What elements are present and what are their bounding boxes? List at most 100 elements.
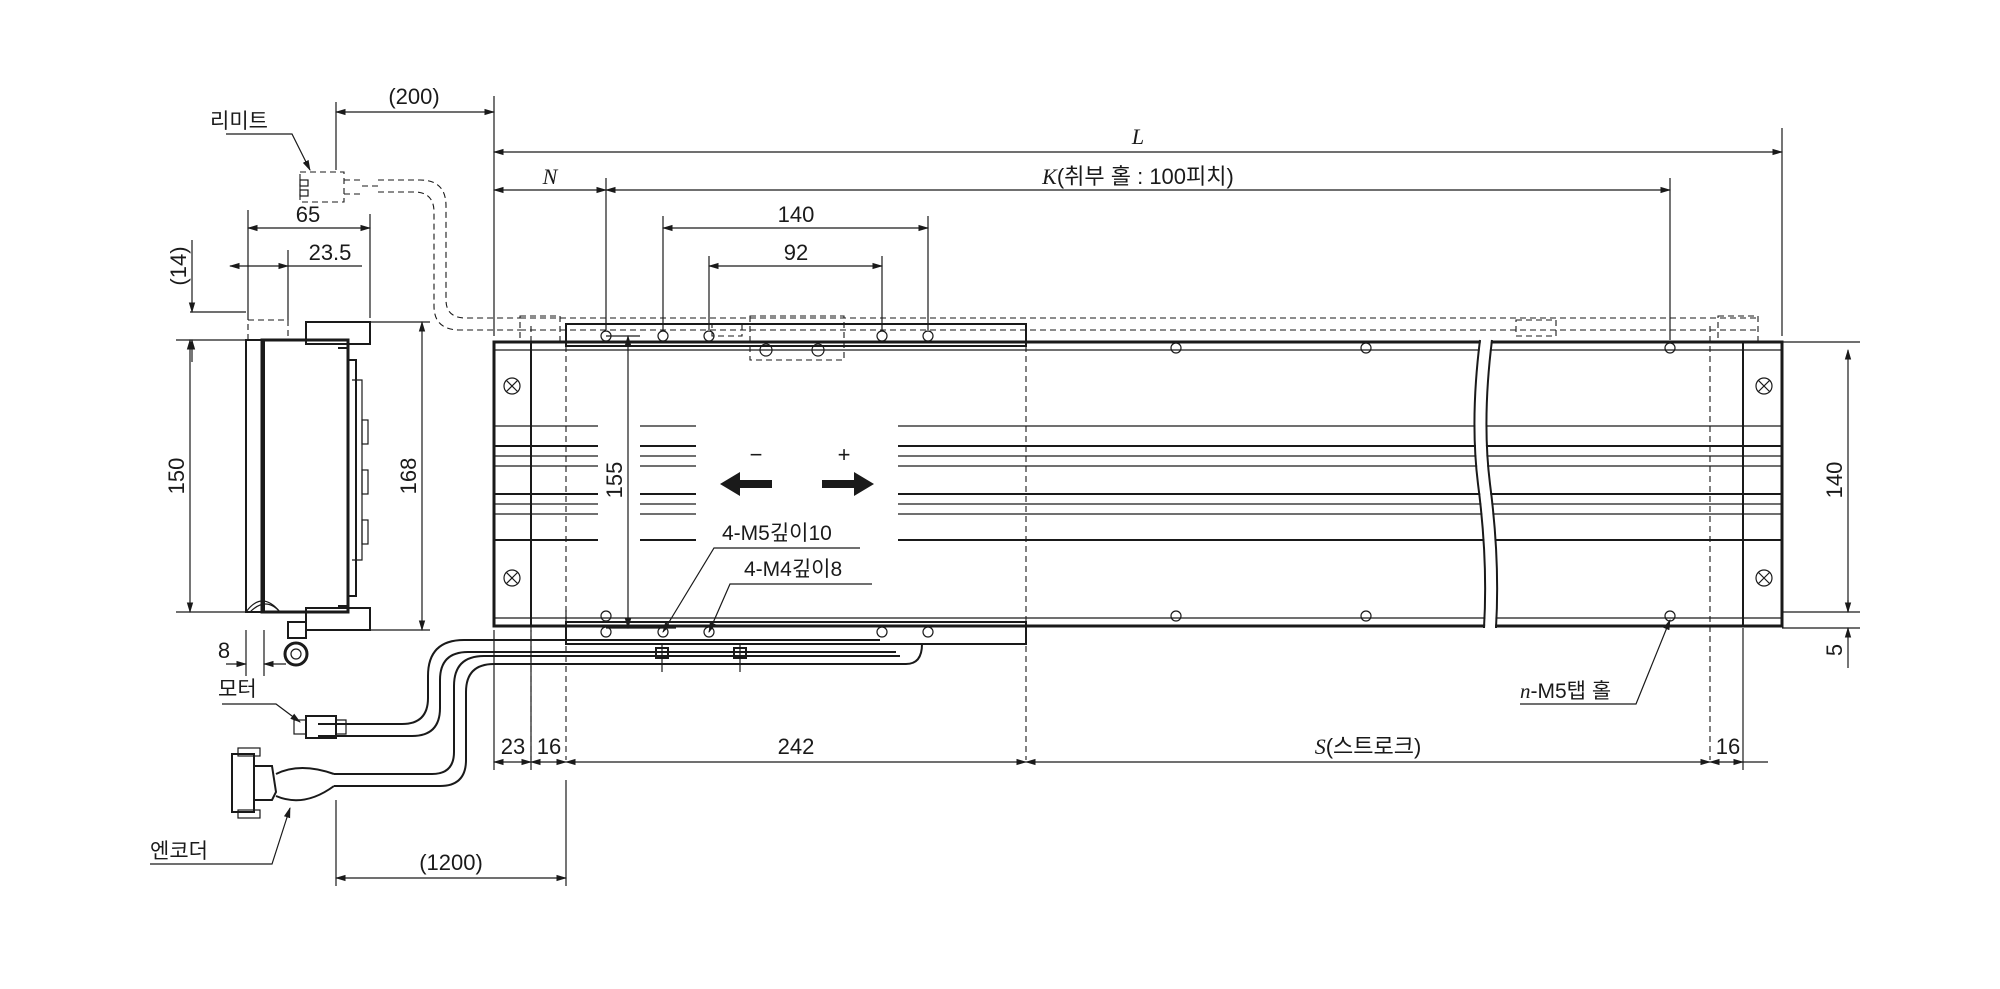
limit-connector-pin-2 — [299, 189, 309, 197]
limit-sensor-left — [519, 315, 561, 343]
actuator-body — [492, 340, 1784, 628]
dim-140-right: 140 — [1822, 462, 1847, 499]
m4-hole-leader — [708, 583, 872, 633]
encoder-cable-inner — [334, 655, 900, 775]
side-view-motor-port-inner — [290, 648, 302, 660]
dimension-texts: (200) L N K(취부 홀 : 100피치) 140 92 65 23.5… — [164, 84, 1847, 875]
dim-N: N — [542, 164, 559, 189]
dim-92: 92 — [784, 240, 808, 265]
motor-leader — [222, 703, 301, 723]
motor-connector-tip — [293, 719, 307, 735]
m5-hole-leader — [662, 547, 860, 633]
dim-5: 5 — [1822, 644, 1847, 656]
motor-cable-inner — [318, 639, 880, 725]
side-view-rail-profile — [338, 347, 357, 607]
limit-cable — [299, 171, 1758, 331]
break-line-1 — [1473, 339, 1487, 629]
tap-hole-label: n-M5탭 홀 — [1520, 679, 1611, 703]
limit-label: 리미트 — [210, 110, 268, 133]
dim-8: 8 — [218, 638, 230, 663]
encoder-cable-outer — [334, 643, 923, 787]
side-view-motor-connector — [287, 621, 307, 639]
dim-168: 168 — [396, 458, 421, 495]
dim-16-left: 16 — [537, 734, 561, 759]
encoder-boot — [275, 767, 335, 802]
motor-cable-outer — [318, 651, 896, 737]
limit-connector-leads — [344, 179, 378, 195]
slider-top-plate — [565, 323, 1027, 347]
dim-23: 23 — [501, 734, 525, 759]
side-view-limit-sensor — [247, 319, 289, 341]
side-view — [245, 319, 371, 667]
limit-cable-outer — [378, 179, 520, 319]
cable-clamps — [661, 644, 741, 672]
sensor-dog — [711, 323, 743, 337]
limit-sensor-end — [1717, 315, 1759, 343]
side-view-rail-tab-2 — [361, 469, 369, 495]
clamp-1 — [655, 647, 669, 659]
mounting-holes — [600, 342, 1676, 622]
encoder-screw-bottom — [237, 809, 261, 819]
dim-K-var: K — [1041, 164, 1058, 189]
motor-connector-back — [336, 719, 347, 735]
dim-16-right: 16 — [1716, 734, 1740, 759]
corner-screws — [503, 377, 1773, 587]
dim-23-5: 23.5 — [309, 240, 352, 265]
motor-label: 모터 — [218, 678, 257, 701]
limit-leader — [226, 133, 311, 171]
encoder-screw-top — [237, 747, 261, 757]
minus-direction-arrow — [720, 472, 772, 496]
sensor-bracket — [749, 315, 845, 361]
dim-14: (14) — [166, 246, 191, 285]
dim-K-label: K(취부 홀 : 100피치) — [1041, 164, 1234, 189]
motor-encoder-cables — [231, 639, 923, 819]
tap-hole-var: n — [1520, 679, 1531, 703]
plus-direction-label: + — [838, 442, 851, 467]
side-view-rail-tab-1 — [361, 419, 369, 445]
side-view-motor-arc-inner — [249, 603, 281, 613]
side-view-rail-tab-3 — [361, 519, 369, 545]
break-line-2 — [1485, 339, 1499, 629]
dim-150: 150 — [164, 458, 189, 495]
plus-direction-arrow — [822, 472, 874, 496]
dimension-lines — [150, 96, 1860, 886]
limit-cable-inner — [378, 191, 520, 331]
m4-hole-label: 4-M4깊이8 — [744, 558, 842, 581]
dim-155: 155 — [602, 462, 627, 499]
side-view-table-bottom — [305, 607, 371, 631]
body-grooves — [494, 425, 1782, 541]
motor-connector — [305, 715, 337, 739]
dim-242: 242 — [778, 734, 815, 759]
tap-hole-desc: -M5탭 홀 — [1531, 680, 1612, 703]
encoder-connector-shell — [254, 765, 278, 801]
tap-hole-leader — [1520, 618, 1671, 705]
side-view-motor-port — [283, 641, 309, 667]
sensor-screw-1 — [759, 343, 773, 357]
encoder-connector-body — [231, 753, 255, 813]
minus-direction-label: − — [750, 442, 763, 467]
dim-1200: (1200) — [419, 850, 483, 875]
sensor-screw-2 — [811, 343, 825, 357]
break-mask — [1475, 339, 1497, 629]
front-view: − + — [492, 315, 1784, 760]
dim-200: (200) — [388, 84, 439, 109]
dim-65: 65 — [296, 202, 320, 227]
dim-K-desc: (취부 홀 : 100피치) — [1057, 164, 1234, 189]
limit-sensor-right — [1515, 319, 1557, 337]
limit-connector — [299, 171, 345, 203]
limit-cable-run — [520, 317, 1758, 331]
dim-S-desc: (스트로크) — [1326, 734, 1422, 759]
dim-S-var: S — [1315, 734, 1326, 759]
clamp-2 — [733, 647, 747, 659]
encoder-leader — [150, 806, 291, 865]
encoder-label: 엔코더 — [150, 840, 208, 863]
callout-labels: 리미트 모터 엔코더 4-M5깊이10 4-M4깊이8 n-M5탭 홀 — [150, 110, 1611, 863]
dim-140-top: 140 — [778, 202, 815, 227]
limit-connector-pin-1 — [299, 179, 309, 187]
side-view-table-top — [305, 321, 371, 345]
dim-L: L — [1131, 124, 1144, 149]
side-view-body — [260, 338, 350, 614]
dim-S-label: S(스트로크) — [1315, 734, 1422, 759]
m5-hole-label: 4-M5깊이10 — [722, 522, 832, 545]
